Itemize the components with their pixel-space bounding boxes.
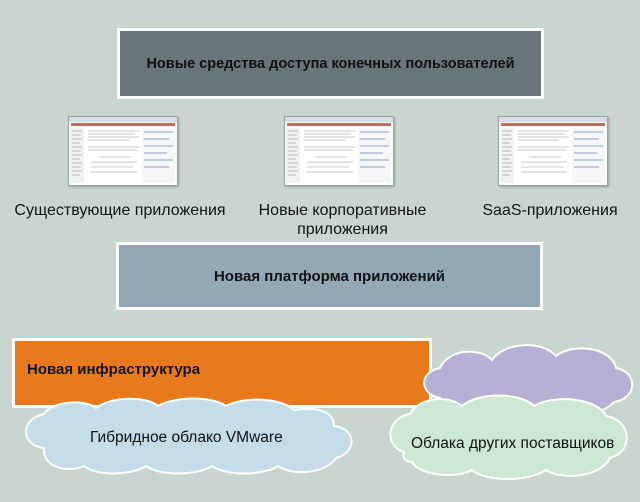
platform-layer-box: Новая платформа приложений (116, 242, 543, 310)
green-cloud-shape (389, 394, 628, 480)
platform-layer-title: Новая платформа приложений (213, 267, 446, 285)
blue-cloud-shape (25, 397, 353, 475)
new-corporate-apps-screenshot-icon (284, 116, 394, 186)
existing-apps-label: Существующие приложения (14, 202, 226, 219)
infrastructure-layer-title: Новая инфраструктура (27, 361, 201, 378)
infrastructure-layer-box: Новая инфраструктура (12, 338, 432, 408)
existing-apps-screenshot-icon (68, 116, 178, 186)
access-layer-box: Новые средства доступа конечных пользова… (117, 28, 544, 99)
new-corporate-apps-label: Новые корпоративные приложения (258, 202, 427, 238)
saas-apps-label: SaaS-приложения (482, 202, 618, 219)
saas-apps-screenshot-icon (498, 116, 608, 186)
access-layer-title: Новые средства доступа конечных пользова… (146, 55, 515, 72)
vmware-hybrid-cloud-label: Гибридное облако VMware (90, 429, 283, 446)
other-providers-clouds-label: Облака других поставщиков (411, 435, 615, 452)
